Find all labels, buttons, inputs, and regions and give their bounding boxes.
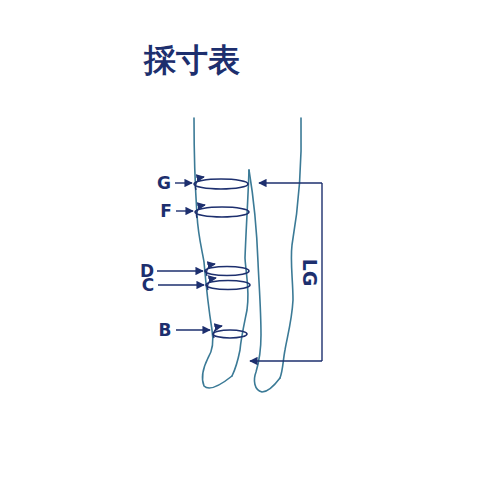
leg-outline: [280, 118, 301, 378]
leg-outline: [194, 118, 232, 388]
length-bracket: [321, 183, 322, 361]
girth-ring: [206, 281, 250, 290]
pointer-arrow: [157, 270, 203, 271]
curl-arrow: [213, 326, 222, 338]
page-title: 採寸表: [144, 44, 240, 76]
girth-ring: [195, 207, 249, 217]
curl-arrow: [196, 205, 205, 218]
pointer-arrow: [176, 210, 193, 211]
length-bracket: [259, 182, 322, 183]
girth-label: C: [142, 277, 154, 294]
girth-ring: [194, 179, 248, 189]
girth-ring: [213, 330, 247, 338]
pointer-arrow: [176, 329, 210, 330]
pointer-arrow: [158, 284, 204, 285]
curl-arrow: [195, 177, 204, 190]
length-label: LG: [300, 258, 319, 286]
curl-arrow: [206, 264, 215, 276]
girth-ring: [205, 267, 249, 276]
length-bracket: [250, 360, 322, 361]
curl-arrow: [207, 278, 216, 290]
leg-outline: [249, 170, 280, 392]
girth-label: F: [160, 203, 172, 220]
girth-label: G: [157, 175, 171, 192]
pointer-arrow: [175, 182, 192, 183]
girth-label: B: [159, 322, 172, 339]
